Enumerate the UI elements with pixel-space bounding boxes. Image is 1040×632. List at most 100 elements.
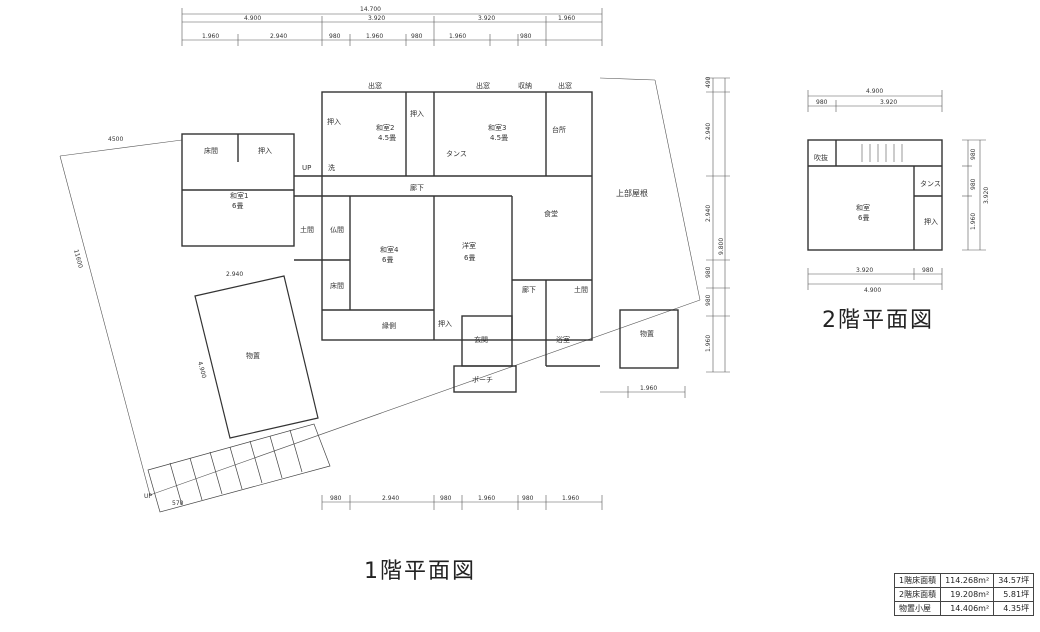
area-label: 1階床面積 xyxy=(893,573,942,588)
dim-f2-right-a: 980 xyxy=(970,148,977,160)
dim-right-d: 980 xyxy=(705,266,712,278)
label-tokonoma1: 床間 xyxy=(204,146,218,155)
dim-f2-bot-a: 3.920 xyxy=(856,267,873,274)
label-roka: 廊下 xyxy=(410,183,424,192)
label-oshiire1: 押入 xyxy=(258,146,272,155)
dim-shed-top: 2.940 xyxy=(226,271,243,278)
dim-right-total: 9.800 xyxy=(718,238,725,255)
area-table: 1階床面積 114.268m² 34.57坪 2階床面積 19.208m² 5.… xyxy=(893,573,1035,616)
dim-right-b: 2.940 xyxy=(705,123,712,140)
dim-f2-bot-total: 4.900 xyxy=(864,287,881,294)
dim-top2-c: 3.920 xyxy=(478,15,495,22)
area-tsubo: 5.81坪 xyxy=(993,587,1035,602)
label-f2-washitsu: 和室 xyxy=(856,203,870,212)
dim-top3-g: 980 xyxy=(520,33,532,40)
label-shokudo: 食堂 xyxy=(544,209,558,218)
dim-right-c: 2.940 xyxy=(705,205,712,222)
dim-right-a: 490 xyxy=(705,76,712,88)
dim-bot-a: 980 xyxy=(330,495,342,502)
label-f2-fukinuke: 吹抜 xyxy=(814,153,828,162)
label-f2-tansu: タンス xyxy=(920,179,941,188)
dim-f2-bot-b: 980 xyxy=(922,267,934,274)
dim-top-total: 14.700 xyxy=(360,6,381,13)
label-yokushitsu: 浴室 xyxy=(556,335,570,344)
dim-stairs: 570 xyxy=(172,500,184,507)
area-sqm: 19.208m² xyxy=(940,587,995,602)
area-tsubo: 4.35坪 xyxy=(993,601,1035,616)
floor2-title: 2階平面図 xyxy=(822,308,934,333)
area-row: 物置小屋 14.406m² 4.35坪 xyxy=(893,601,1035,616)
label-yoshitsu-size: 6畳 xyxy=(464,254,475,262)
label-tansu: タンス xyxy=(446,149,467,158)
label-demado2: 出窓 xyxy=(476,81,490,90)
label-oshiire4: 押入 xyxy=(438,319,452,328)
dim-f2-right-total: 3.920 xyxy=(983,187,990,204)
dim-f2-top-b: 3.920 xyxy=(880,99,897,106)
label-shuno: 収納 xyxy=(518,81,532,90)
dim-f2-top-a: 980 xyxy=(816,99,828,106)
label-washitsu3-size: 4.5畳 xyxy=(490,134,508,142)
dim-porch-right: 1.960 xyxy=(640,385,657,392)
label-shed: 物置 xyxy=(246,351,260,360)
label-doma1: 土間 xyxy=(300,225,314,234)
label-jobu-yane: 上部屋根 xyxy=(616,188,648,198)
dim-f2-top: 4.900 xyxy=(866,88,883,95)
label-engawa: 縁側 xyxy=(382,321,396,330)
label-up: UP xyxy=(302,164,311,172)
dim-top2-a: 4.900 xyxy=(244,15,261,22)
area-row: 2階床面積 19.208m² 5.81坪 xyxy=(893,587,1035,602)
dim-top2-d: 1.960 xyxy=(558,15,575,22)
label-washitsu2-size: 4.5畳 xyxy=(378,134,396,142)
dim-top3-f: 1.960 xyxy=(449,33,466,40)
label-tokonoma2: 床間 xyxy=(330,281,344,290)
dim-left-top: 4500 xyxy=(108,136,123,143)
dim-right-f: 1.960 xyxy=(705,335,712,352)
label-doma2: 土間 xyxy=(574,285,588,294)
label-oshiire2: 押入 xyxy=(327,117,341,126)
label-washitsu4: 和室4 xyxy=(380,245,399,254)
dim-top3-b: 2.940 xyxy=(270,33,287,40)
label-oshiire3: 押入 xyxy=(410,109,424,118)
area-label: 2階床面積 xyxy=(893,587,942,602)
label-washitsu1-size: 6畳 xyxy=(232,202,243,210)
label-washitsu1: 和室1 xyxy=(230,191,248,200)
label-genkan: 玄関 xyxy=(474,335,488,344)
dim-bot-b: 2.940 xyxy=(382,495,399,502)
label-porch: ポーチ xyxy=(472,376,493,384)
label-washitsu2: 和室2 xyxy=(376,123,394,132)
dim-f2-right-b: 980 xyxy=(970,178,977,190)
label-washitsu3: 和室3 xyxy=(488,123,506,132)
dim-f2-right-c: 1.960 xyxy=(970,213,977,230)
label-up2: UP xyxy=(144,493,152,500)
label-washitsu4-size: 6畳 xyxy=(382,256,393,264)
dim-top3-a: 1.960 xyxy=(202,33,219,40)
label-daidokoro: 台所 xyxy=(552,125,566,134)
dim-shed-side: 4.900 xyxy=(196,361,207,380)
label-senmen: 洗 xyxy=(328,163,335,172)
label-f2-washitsu-size: 6畳 xyxy=(858,214,869,222)
area-sqm: 114.268m² xyxy=(940,573,995,588)
area-label: 物置小屋 xyxy=(893,601,942,616)
floor1-title: 1階平面図 xyxy=(364,559,476,584)
area-tsubo: 34.57坪 xyxy=(993,573,1035,588)
label-f2-oshiire: 押入 xyxy=(924,217,938,226)
label-yoshitsu: 洋室 xyxy=(462,241,476,250)
dim-top2-b: 3.920 xyxy=(368,15,385,22)
dim-right-e: 980 xyxy=(705,294,712,306)
dim-bot-c: 980 xyxy=(440,495,452,502)
label-butsuma: 仏間 xyxy=(330,226,344,234)
label-roka2: 廊下 xyxy=(522,285,536,294)
label-demado3: 出窓 xyxy=(558,81,572,90)
label-demado1: 出窓 xyxy=(368,81,382,90)
dim-top3-e: 980 xyxy=(411,33,423,40)
dim-left-diag: 11600 xyxy=(72,249,84,269)
area-sqm: 14.406m² xyxy=(940,601,995,616)
label-monooki: 物置 xyxy=(640,329,654,338)
dim-bot-d: 1.960 xyxy=(478,495,495,502)
dim-top3-c: 980 xyxy=(329,33,341,40)
dim-bot-f: 1.960 xyxy=(562,495,579,502)
dim-top3-d: 1.960 xyxy=(366,33,383,40)
dim-bot-e: 980 xyxy=(522,495,534,502)
